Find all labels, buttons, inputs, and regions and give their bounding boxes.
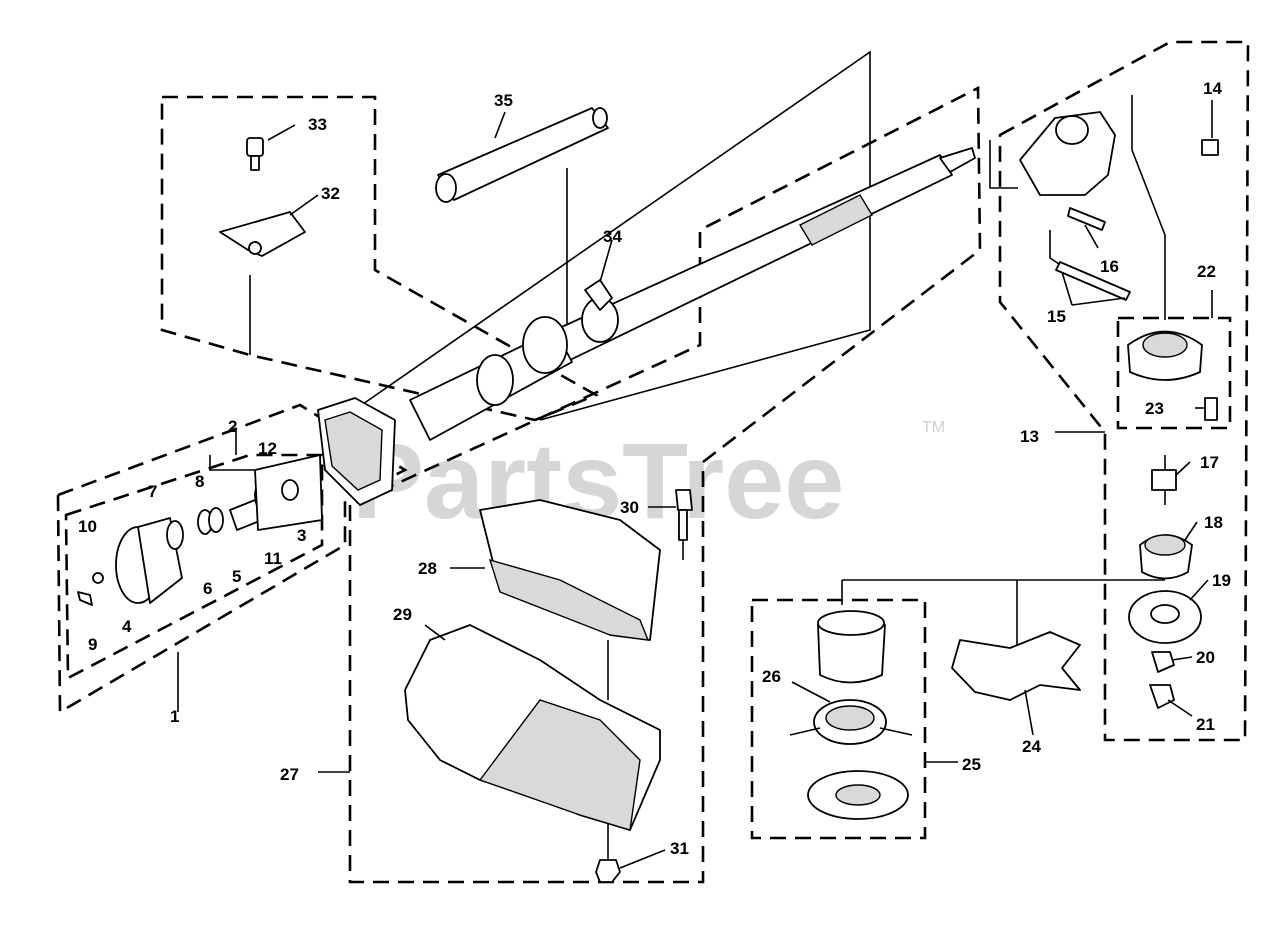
part-15-pin (1055, 261, 1131, 301)
gear-housing-face (324, 411, 383, 491)
callout-21: 21 (1196, 715, 1215, 734)
part-24-blade (951, 631, 1081, 701)
callout-2: 2 (228, 417, 237, 436)
callout-10: 10 (78, 517, 97, 536)
shield-parts (404, 489, 693, 883)
part-30-bolt (675, 489, 693, 511)
callout-25: 25 (962, 755, 981, 774)
callout-24: 24 (1022, 737, 1041, 756)
callout-35: 35 (494, 91, 513, 110)
callout-7: 7 (148, 482, 157, 501)
callout-1: 1 (170, 707, 179, 726)
callout-34: 34 (603, 227, 622, 246)
callout-6: 6 (203, 579, 212, 598)
part-17-washer (1151, 469, 1177, 491)
part-7-washer (166, 520, 184, 550)
part-20-nut (1151, 651, 1175, 673)
callout-19: 19 (1212, 571, 1231, 590)
shaft-tip (939, 147, 976, 173)
callout-11: 11 (264, 549, 282, 568)
callout-5: 5 (232, 567, 241, 586)
callout-17: 17 (1200, 453, 1219, 472)
boom-bracket (476, 354, 514, 406)
callout-4: 4 (122, 617, 132, 636)
callout-18: 18 (1204, 513, 1223, 532)
outline-group-13 (998, 40, 1250, 742)
callout-29: 29 (393, 605, 412, 624)
part-9-clip (77, 591, 93, 606)
callout-22: 22 (1197, 262, 1216, 281)
part-31-nut (595, 859, 621, 883)
clutch-parts (77, 454, 323, 606)
callout-9: 9 (88, 635, 97, 654)
callout-leaders (177, 100, 1213, 869)
callout-13: 13 (1020, 427, 1039, 446)
part-11-ring (281, 479, 299, 501)
drive-shaft-assembly (317, 147, 976, 506)
callout-14: 14 (1203, 79, 1222, 98)
callout-30: 30 (620, 498, 639, 517)
callout-8: 8 (195, 472, 204, 491)
callout-15: 15 (1047, 307, 1066, 326)
part-13-head (1019, 111, 1116, 196)
part-21-nut (1149, 684, 1175, 709)
callout-31: 31 (670, 839, 689, 858)
callout-3: 3 (297, 526, 306, 545)
callout-23: 23 (1145, 399, 1164, 418)
callout-27: 27 (280, 765, 299, 784)
callout-16: 16 (1100, 257, 1119, 276)
callout-12: 12 (258, 439, 277, 458)
shaft-collar (799, 194, 873, 246)
gear-head-parts (1019, 111, 1219, 709)
spool-parts (789, 610, 913, 820)
boom-clamp-34 (584, 279, 613, 311)
part-35-tube (435, 107, 609, 203)
callout-33: 33 (308, 115, 327, 134)
part-6-ring (208, 507, 224, 533)
part-33-bolt (246, 137, 264, 171)
callout-numbers: 1 2 3 4 5 6 7 8 9 10 11 12 13 14 15 16 1… (78, 79, 1231, 858)
callout-32: 32 (321, 184, 340, 203)
part-32-bracket (219, 211, 306, 257)
part-16-pin (1067, 207, 1106, 231)
callout-28: 28 (418, 559, 437, 578)
callout-26: 26 (762, 667, 781, 686)
watermark-tm: TM (922, 419, 945, 436)
part-23-screw (1204, 397, 1218, 421)
boom-coupling (522, 316, 568, 374)
watermark: PartsTree TM (352, 419, 945, 541)
outline-group-25 (750, 598, 927, 840)
outline-group-1 (56, 403, 408, 715)
part-14-screw (1201, 139, 1219, 156)
part-10-screw (92, 572, 104, 584)
callout-20: 20 (1196, 648, 1215, 667)
